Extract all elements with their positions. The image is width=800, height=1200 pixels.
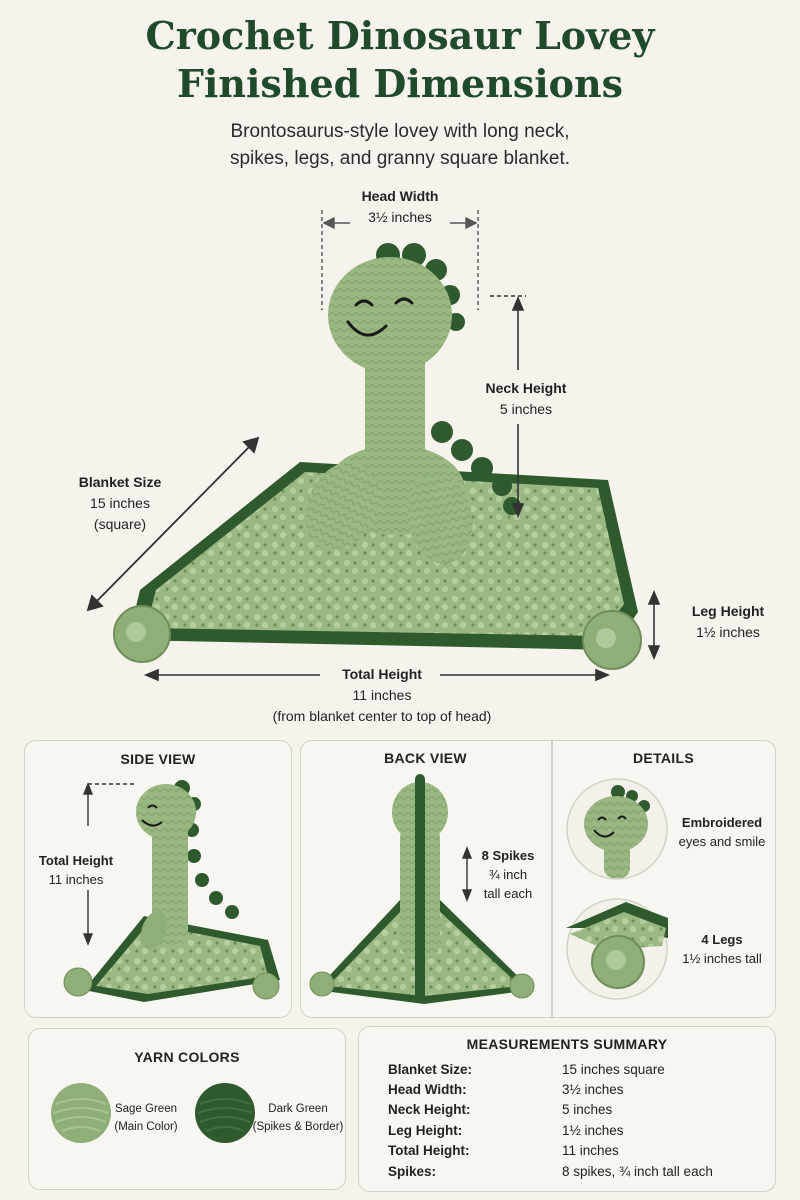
details-eyes-title: Embroidered (681, 815, 763, 830)
head-width-label: Head Width 3½ inches (320, 186, 480, 228)
summary-key: Spikes: (388, 1164, 437, 1179)
blanket-size-dimension (86, 436, 260, 612)
dino-eye-left (354, 299, 374, 307)
details-title: DETAILS (633, 750, 694, 766)
summary-value: 3½ inches (562, 1082, 624, 1097)
summary-key: Neck Height: (388, 1102, 471, 1117)
yarn-sage-label: Sage Green (Main Color) (108, 1100, 184, 1136)
yarn-colors-title: YARN COLORS (134, 1049, 240, 1065)
neck-height-dimension (490, 295, 526, 519)
dino-smile (346, 320, 388, 337)
leg-height-dimension (647, 589, 661, 661)
back-view-label-title: 8 Spikes (481, 848, 535, 863)
yarn-swatch-dark-green (195, 1083, 255, 1143)
back-view-illustration (309, 774, 535, 1004)
summary-value: 5 inches (562, 1102, 613, 1117)
blanket-size-title: Blanket Size (78, 474, 162, 490)
dino-head (328, 257, 452, 373)
blanket-size-note: (square) (93, 516, 147, 532)
head-width-value: 3½ inches (368, 209, 432, 225)
leg-height-value: 1½ inches (696, 624, 760, 640)
yarn-sage-name: Sage Green (114, 1103, 177, 1115)
subtitle-line-2: spikes, legs, and granny square blanket. (229, 148, 571, 169)
summary-value: 8 spikes, ¾ inch tall each (562, 1164, 713, 1179)
summary-title: MEASUREMENTS SUMMARY (466, 1036, 668, 1052)
total-height-dimension (143, 668, 611, 682)
measurements-summary-panel: MEASUREMENTS SUMMARY (358, 1026, 776, 1192)
back-view-label: 8 Spikes ¾ inch tall each (472, 846, 544, 903)
summary-value: 15 inches square (562, 1062, 665, 1077)
details-legs-text: 1½ inches tall (682, 951, 762, 966)
subtitle-line-1: Brontosaurus-style lovey with long neck, (230, 121, 570, 142)
back-view-label-line-2: tall each (483, 886, 533, 901)
summary-key: Head Width: (388, 1082, 467, 1097)
yarn-sage-role: (Main Color) (114, 1121, 178, 1133)
summary-key: Total Height: (388, 1143, 470, 1158)
side-view-illustration (63, 780, 280, 1002)
leg-height-title: Leg Height (691, 603, 765, 619)
page-title-line-2: Finished Dimensions (176, 61, 624, 106)
dino-leg-right (407, 472, 473, 564)
yarn-dark-name: Dark Green (268, 1103, 328, 1115)
total-height-label: Total Height 11 inches (from blanket cen… (200, 664, 564, 727)
details-legs-label: 4 Legs 1½ inches tall (672, 930, 772, 968)
details-head-closeup (566, 778, 668, 880)
leg-height-label: Leg Height 1½ inches (660, 601, 796, 643)
summary-key: Leg Height: (388, 1123, 463, 1138)
panel-divider (551, 741, 553, 1017)
yarn-dark-label: Dark Green (Spikes & Border) (252, 1100, 344, 1136)
side-view-label-value: 11 inches (48, 872, 104, 887)
dino-eye-right (394, 297, 414, 305)
back-view-title: BACK VIEW (384, 750, 467, 766)
total-height-title: Total Height (342, 666, 422, 682)
details-eyes-label: Embroidered eyes and smile (672, 813, 772, 851)
summary-value: 1½ inches (562, 1123, 624, 1138)
neck-height-label: Neck Height 5 inches (458, 378, 594, 420)
side-view-label: Total Height 11 inches (30, 851, 122, 889)
neck-height-title: Neck Height (485, 380, 567, 396)
side-view-label-title: Total Height (38, 853, 114, 868)
summary-key: Blanket Size: (388, 1062, 473, 1077)
yarn-dark-role: (Spikes & Border) (252, 1121, 344, 1133)
blanket-size-value: 15 inches (90, 495, 150, 511)
page-title-line-1: Crochet Dinosaur Lovey (145, 13, 655, 58)
side-view-title: SIDE VIEW (120, 751, 196, 767)
details-legs-title: 4 Legs (701, 932, 743, 947)
summary-value: 11 inches (562, 1143, 619, 1158)
details-eyes-text: eyes and smile (678, 834, 766, 849)
total-height-note: (from blanket center to top of head) (272, 708, 492, 724)
blanket-size-label: Blanket Size 15 inches (square) (58, 472, 182, 535)
main-dinosaur-illustration (86, 210, 661, 682)
yarn-swatch-sage-green (51, 1083, 111, 1143)
total-height-value: 11 inches (352, 687, 412, 703)
page-subtitle: Brontosaurus-style lovey with long neck,… (0, 118, 800, 172)
dino-leg-left (305, 461, 379, 551)
neck-height-value: 5 inches (499, 401, 553, 417)
head-width-dimension (321, 210, 479, 310)
head-width-title: Head Width (361, 188, 439, 204)
details-leg-closeup (566, 898, 668, 1000)
back-view-label-line-1: ¾ inch (488, 867, 528, 882)
